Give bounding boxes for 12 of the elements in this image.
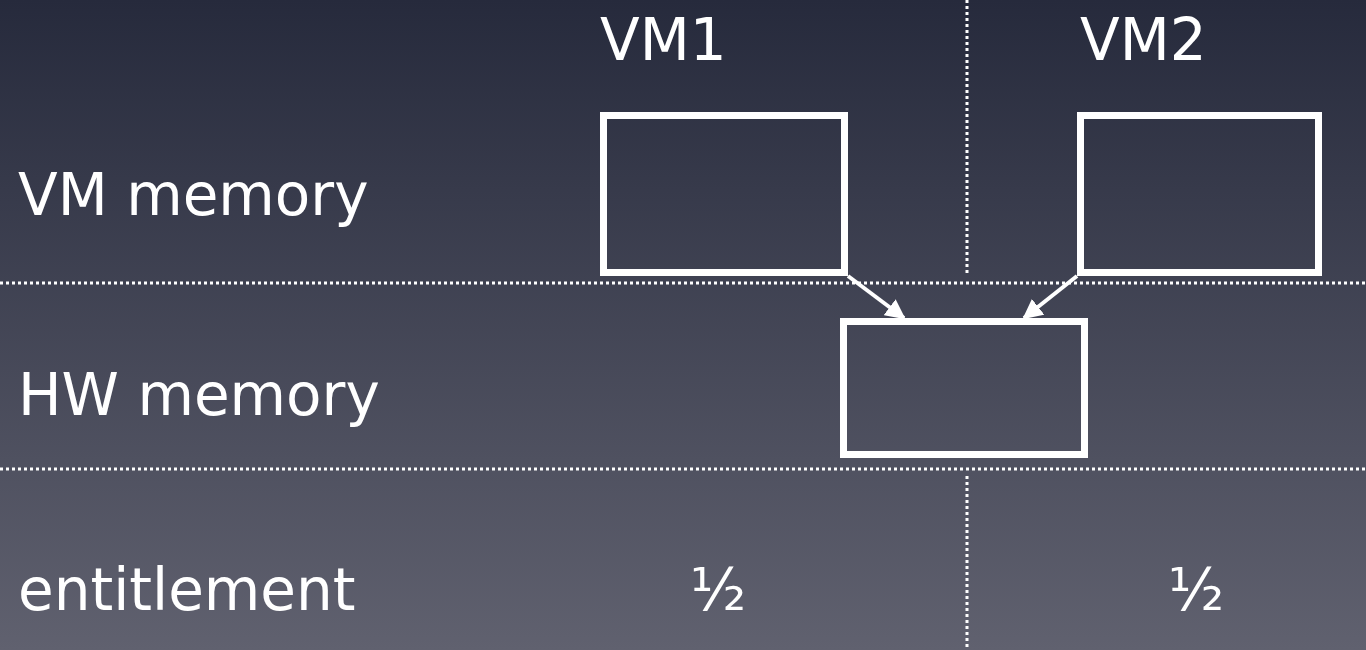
column-heading: VM2 [1080,5,1207,75]
arrow [846,274,906,320]
arrow [1022,274,1079,320]
row-label: VM memory [18,160,369,230]
row-label: HW memory [18,360,380,430]
memory-box [1077,112,1322,276]
memory-box [600,112,848,276]
row-label: entitlement [18,555,356,625]
share-value: ½ [690,555,747,625]
share-value: ½ [1168,555,1225,625]
memory-box [840,318,1088,458]
column-heading: VM1 [600,5,727,75]
